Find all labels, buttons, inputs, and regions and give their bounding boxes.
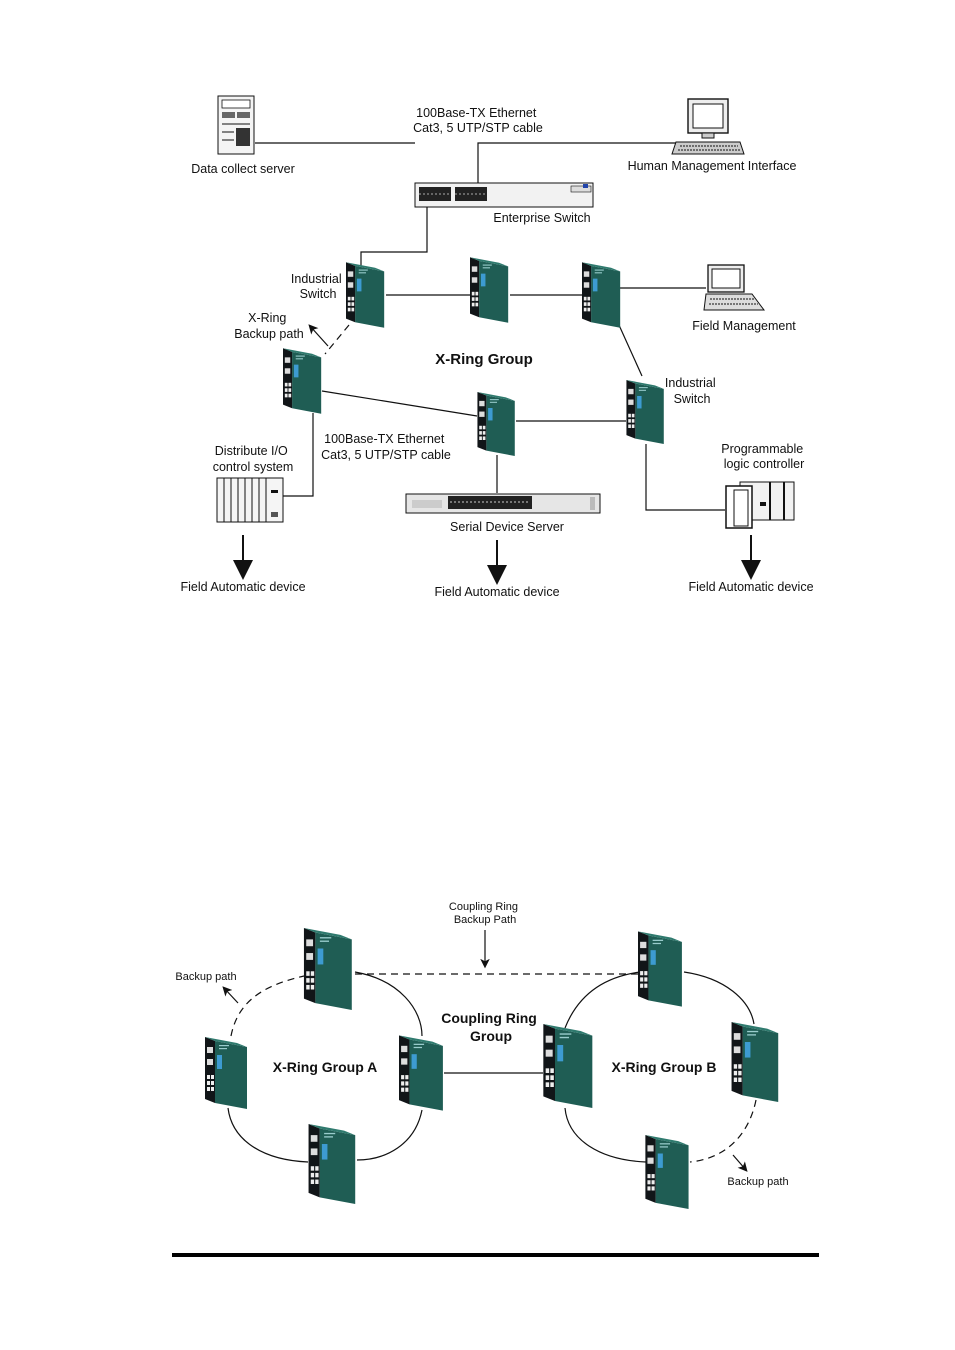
ring-a-link bbox=[356, 1109, 423, 1161]
backup-path-label: Backup path bbox=[175, 971, 236, 983]
human-management-interface-label: Human Management Interface bbox=[628, 159, 797, 173]
ring-b-link bbox=[564, 971, 641, 1029]
cable-lines bbox=[233, 142, 761, 585]
serial-device-server-label: Serial Device Server bbox=[450, 520, 564, 534]
io-module-icon bbox=[216, 477, 284, 523]
ring-b-link bbox=[564, 1107, 647, 1163]
industrial-switch-icon bbox=[477, 392, 515, 456]
industrial-switch-icon bbox=[543, 1024, 593, 1108]
distribute-io-label: Distribute I/O control system bbox=[213, 444, 294, 474]
field-device-label: Field Automatic device bbox=[688, 580, 813, 594]
coupling-ring-group-title: Coupling Ring Group bbox=[441, 1010, 541, 1044]
industrial-switch-icon bbox=[582, 262, 621, 328]
server-icon bbox=[217, 95, 255, 155]
backup-path-label: Backup path bbox=[727, 1176, 788, 1188]
cable-top-label: 100Base-TX Ethernet Cat3, 5 UTP/STP cabl… bbox=[413, 106, 543, 135]
footer-rule bbox=[172, 1253, 819, 1257]
plc-label: Programmable logic controller bbox=[721, 442, 806, 471]
xring-group-b-title: X-Ring Group B bbox=[612, 1059, 717, 1075]
industrial-switch-icon bbox=[470, 257, 509, 323]
data-collect-server-label: Data collect server bbox=[191, 162, 295, 176]
industrial-switch-icon bbox=[308, 1124, 356, 1204]
xring-group-a-title: X-Ring Group A bbox=[273, 1059, 377, 1075]
laptop-icon bbox=[703, 264, 765, 311]
xring-group-title: X-Ring Group bbox=[435, 351, 533, 368]
industrial-switch-icon bbox=[731, 1022, 779, 1102]
field-management-label: Field Management bbox=[692, 319, 796, 333]
ring-a-link bbox=[354, 971, 423, 1037]
xring-backup-path-label: X-Ring Backup path bbox=[234, 311, 304, 341]
industrial-switch-icon bbox=[205, 1037, 247, 1109]
diagram-2-coupling: Coupling Ring Backup Path Backup path Co… bbox=[175, 901, 789, 1209]
field-device-label: Field Automatic device bbox=[180, 580, 305, 594]
industrial-switch-icon bbox=[283, 348, 322, 414]
industrial-switch-icon bbox=[645, 1135, 689, 1209]
industrial-switch-icon bbox=[638, 931, 682, 1007]
enterprise-switch-label: Enterprise Switch bbox=[493, 211, 590, 225]
desktop-computer-icon bbox=[671, 98, 745, 155]
field-device-label: Field Automatic device bbox=[434, 585, 559, 599]
plc-icon bbox=[725, 481, 795, 529]
diagram-1-xring: 100Base-TX Ethernet Cat3, 5 UTP/STP cabl… bbox=[180, 95, 814, 599]
ring-a-backup bbox=[230, 975, 305, 1037]
rack-switch-icon bbox=[405, 493, 601, 514]
rack-switch-icon bbox=[414, 182, 594, 208]
ring-a-link bbox=[227, 1107, 309, 1163]
ring-b-link bbox=[683, 971, 755, 1025]
industrial-switch-icon bbox=[399, 1035, 443, 1111]
industrial-switch-icon bbox=[626, 380, 664, 444]
ring-b-backup bbox=[689, 1099, 757, 1163]
industrial-switch-icon bbox=[346, 262, 385, 328]
cable-mid-label: 100Base-TX Ethernet Cat3, 5 UTP/STP cabl… bbox=[321, 432, 451, 462]
industrial-switch-label: Industrial Switch bbox=[291, 272, 345, 301]
industrial-switch-icon bbox=[303, 928, 352, 1010]
industrial-switch-label: Industrial Switch bbox=[665, 376, 719, 406]
coupling-backup-label: Coupling Ring Backup Path bbox=[449, 901, 521, 926]
